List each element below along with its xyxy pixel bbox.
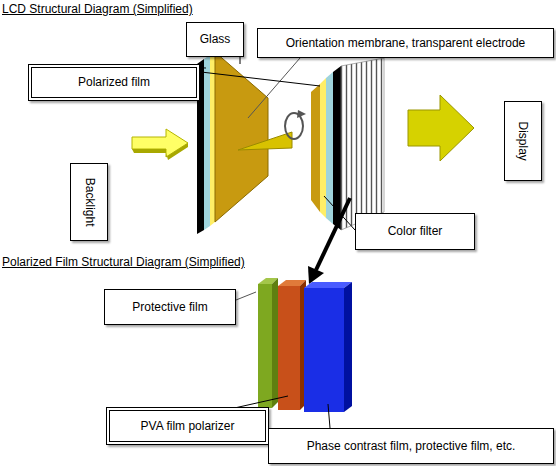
label-box: Polarized film [28,64,200,101]
pva-layer [278,286,300,410]
leader-line [236,292,256,300]
box-text: Phase contrast film, protective film, et… [307,439,516,453]
phase-side [344,282,352,412]
box-text: Orientation membrane, transparent electr… [286,36,525,50]
backlight-arrow-side [132,143,188,160]
box-text: Protective film [132,300,207,314]
label-box: Protective film [104,289,236,325]
protective-side [272,278,278,408]
label-box: Display [504,101,542,181]
box-text: Glass [200,32,231,46]
rotation-arrowhead [297,110,306,118]
magnify-arrow [316,198,350,270]
heading: Polarized Film Structural Diagram (Simpl… [2,255,245,269]
polarizer-layer [333,66,341,230]
glass-layer [326,72,333,224]
phase-layer [304,288,344,412]
heading: LCD Structural Diagram (Simplified) [2,2,193,16]
leader-line [240,57,241,64]
box-text: Polarized film [78,75,150,89]
box-text: Display [516,121,530,160]
phase-top [304,282,352,288]
orientation-layer [311,84,320,212]
light-beam [238,132,292,150]
label-box: PVA film polarizer [106,407,269,445]
box-text: Backlight [82,178,96,227]
label-box: Orientation membrane, transparent electr… [257,28,554,58]
orientation-plate [215,52,268,222]
box-text: PVA film polarizer [141,419,235,433]
electrode-layer [210,52,215,226]
protective-layer [258,284,272,408]
label-box: Phase contrast film, protective film, et… [268,428,554,464]
box-text: Color filter [388,224,443,238]
glass-layer [204,55,210,230]
label-box: Color filter [355,213,475,250]
display-arrow [408,95,474,161]
rotation-arrow [285,113,303,139]
magnify-arrowhead [308,266,324,284]
label-box: Glass [186,22,244,57]
leader-line [248,58,300,118]
label-box: Backlight [70,163,108,241]
leader-line [328,404,330,428]
